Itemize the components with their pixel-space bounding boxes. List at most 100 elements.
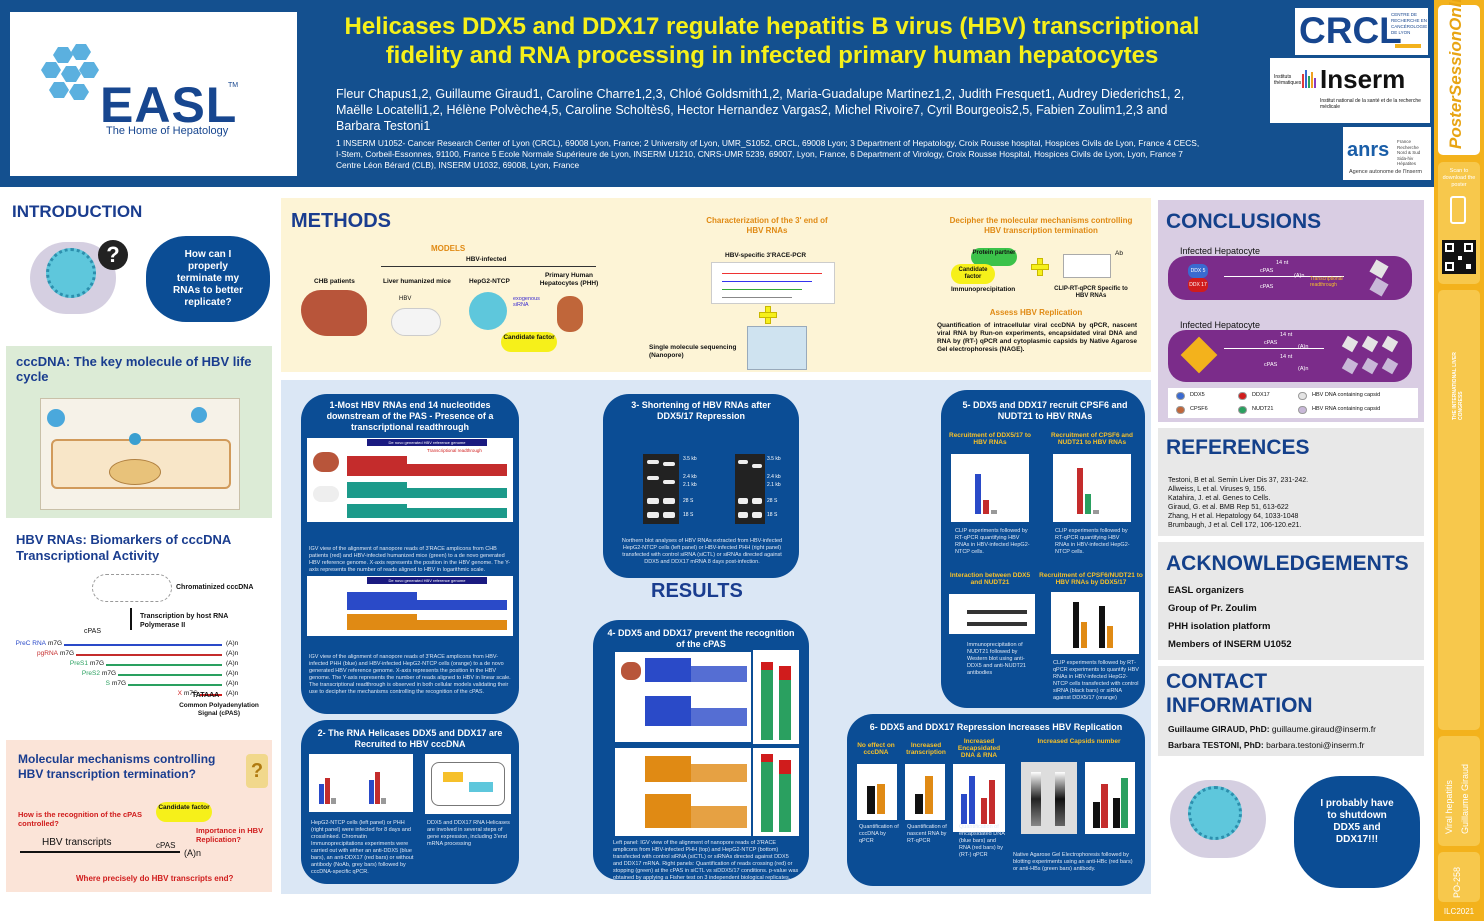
an-label-1: (A)n — [1294, 273, 1305, 279]
title-line-2: fidelity and RNA processing in infected … — [385, 42, 1159, 69]
plus-icon — [759, 306, 777, 324]
hepg2-cell-icon — [469, 292, 507, 330]
transcript-cap: m7G — [48, 640, 63, 647]
inserm-prefix: Instituts thématiques — [1274, 74, 1302, 86]
igv-green-track-2-tail — [407, 508, 507, 518]
models-divider — [381, 266, 596, 267]
introduction-panel: INTRODUCTION ? How can I properly termin… — [6, 196, 274, 342]
result-4-title: 4- DDX5 and DDX17 prevent the recognitio… — [607, 628, 795, 649]
nanopore-label: Single molecule sequencing (Nanopore) — [649, 344, 737, 359]
transcription-label: Transcription by host RNA Polymerase II — [140, 613, 229, 629]
ddx17-label: DDX 17 — [1188, 278, 1208, 292]
dna-capsid-icon — [1361, 335, 1379, 353]
igv-phh-sirna-view: siCTL siDDX5-17 — [615, 652, 751, 742]
scan-card[interactable]: Scan to download the poster — [1438, 162, 1480, 284]
igv-reference-label-2: De novo generated HBV reference genome — [367, 577, 487, 584]
reference-item: Testoni, B et al. Semin Liver Dis 37, 23… — [1168, 477, 1309, 484]
result-1-caption-2: IGV view of the alignment of nanopore re… — [309, 654, 511, 695]
transcript-tail: (A)n — [226, 660, 239, 667]
question-mark-icon: ? — [98, 240, 128, 270]
conclusion-cell-1: DDX 5 DDX 17 14 nt cPAS (A)n cPAS Transc… — [1168, 256, 1412, 300]
thinking-question-icon: ? — [246, 754, 268, 788]
reference-item: Zhang, H et al. Hepatology 64, 1033-1048 — [1168, 513, 1299, 520]
contact-1-email[interactable]: guillaume.giraud@inserm.fr — [1271, 724, 1376, 734]
acknowledgement-item: EASL organizers — [1168, 585, 1244, 596]
result-5-caption-2: CLIP experiments followed by RT-qPCR qua… — [1055, 528, 1130, 555]
hbv-transcripts-label: HBV transcripts — [42, 837, 112, 848]
legend-label: HBV DNA containing capsid — [1312, 392, 1381, 398]
poster-code: ILC2021 — [1443, 907, 1475, 916]
authors-line-3: Barbara Testoni1 — [336, 119, 431, 133]
result-6-caption-4: Native Agarose Gel Electrophoresis follo… — [1013, 852, 1133, 872]
nanopore-icon — [747, 326, 807, 370]
result-3-caption: Northern blot analyses of HBV RNAs extra… — [621, 538, 783, 565]
references-title: REFERENCES — [1166, 436, 1310, 459]
cccdna-minichromosome-icon — [92, 574, 172, 602]
crcl-logo-box: CRCL CENTRE DE RECHERCHE EN CANCÉROLOGIE… — [1295, 8, 1428, 55]
result-5-title: 5- DDX5 and DDX17 recruit CPSF6 and NUDT… — [962, 400, 1128, 421]
phh-sictl-label: siCTL — [699, 662, 713, 668]
contact-title: CONTACT INFORMATION — [1166, 670, 1313, 718]
crcl-wordmark: CRCL — [1299, 10, 1402, 51]
result-2-caption-2: DDX5 and DDX17 RNA Helicases are involve… — [427, 820, 510, 847]
molecular-mechanisms-panel: Molecular mechanisms controlling HBV tra… — [6, 740, 272, 892]
easl-tm: TM — [228, 82, 239, 89]
transcript-name: PreC RNA — [15, 640, 46, 647]
brand-card: PosterSessionOnline — [1438, 0, 1480, 155]
recruitment-ddx-title: Recruitment of DDX5/17 to HBV RNAs — [949, 432, 1031, 446]
phone-icon — [1450, 196, 1466, 224]
clip-cpsf6-chart — [1053, 454, 1131, 522]
interaction-title: Interaction between DDX5 and NUDT21 — [949, 572, 1031, 586]
transcript-line — [76, 654, 222, 656]
igv-red-track — [347, 456, 407, 476]
plus-icon — [1031, 258, 1049, 276]
author-list: Fleur Chapus1,2, Guillaume Giraud1, Caro… — [336, 86, 1216, 134]
capsid-icon — [129, 433, 141, 445]
exogenous-sirna-label: exogenous siRNA — [513, 296, 540, 308]
hbv-infected-label: HBV-infected — [466, 256, 507, 263]
northern-blot-left — [643, 454, 679, 524]
authors-line-1: Fleur Chapus1,2, Guillaume Giraud1, Caro… — [336, 87, 1185, 101]
qr-code-icon[interactable] — [1442, 240, 1476, 274]
transcript-cap: m7G — [112, 680, 127, 687]
transcript-tail: (A)n — [226, 670, 239, 677]
characterization-title: Characterization of the 3' end of HBV RN… — [706, 216, 828, 235]
encapsidated-chart — [953, 764, 1005, 832]
authors-line-2: Maëlle Locatelli1,2, Hélène Polvèche4,5,… — [336, 103, 1168, 117]
poster-id: PO-258 — [1452, 866, 1462, 898]
igv-green-track-2 — [347, 504, 407, 518]
dna-capsid-icon — [1381, 335, 1399, 353]
chip-bar-charts — [309, 754, 413, 812]
an-label-2: (A)n — [1298, 344, 1309, 350]
ddx-knockdown-icon — [1180, 336, 1218, 374]
infected-hepatocyte-2-label: Infected Hepatocyte — [1180, 320, 1261, 330]
decipher-title: Decipher the molecular mechanisms contro… — [949, 216, 1133, 235]
nage-blot — [1021, 762, 1077, 834]
igv-green-track-tail — [407, 488, 507, 498]
mouse-icon — [313, 486, 339, 502]
hepg2-label: HepG2-NTCP — [469, 278, 510, 285]
conclusion-cell-2: 14 nt cPAS (A)n 14 nt cPAS (A)n — [1168, 330, 1412, 382]
polyadenylation-label: Common Polyadenylation Signal (cPAS) — [179, 702, 259, 717]
hepg2-quantification-chart — [753, 748, 799, 836]
blot-size-label: 3.5 kb — [683, 456, 697, 462]
assess-text: Quantification of intracellular viral cc… — [937, 322, 1137, 353]
legend-swatch — [1238, 392, 1247, 400]
transcript-name: S — [105, 680, 110, 687]
contact-2-email[interactable]: barbara.testoni@inserm.fr — [1266, 740, 1365, 750]
igv-chb-mice-view: De novo generated HBV reference genome T… — [307, 438, 513, 522]
rna-capsid-icon — [1381, 357, 1399, 375]
acknowledgement-item: Group of Pr. Zoulim — [1168, 603, 1257, 614]
igv-blue-track — [347, 592, 417, 610]
transcript-line — [20, 851, 180, 853]
result-4-caption: Left panel: IGV view of the alignment of… — [613, 840, 799, 881]
virion-icon — [191, 407, 207, 423]
transcript-line — [200, 694, 222, 696]
reference-item: Giraud, G. et al. BMB Rep 51, 613-622 — [1168, 504, 1289, 511]
